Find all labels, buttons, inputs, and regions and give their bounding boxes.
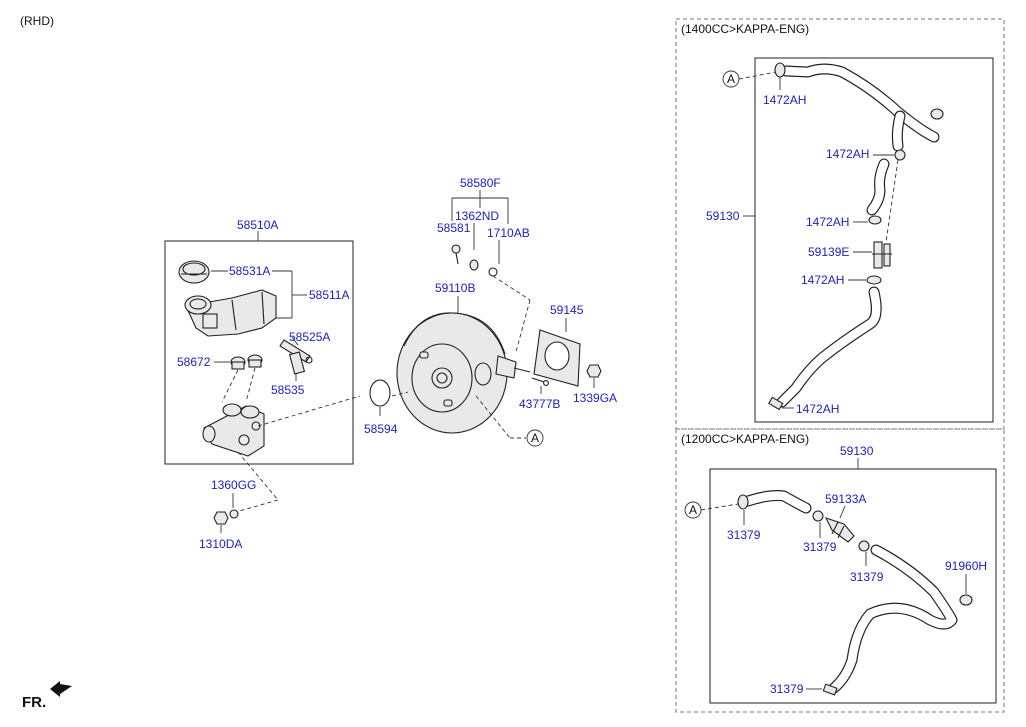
label-58525A[interactable]: 58525A bbox=[289, 330, 330, 344]
master-cylinder-box bbox=[164, 240, 354, 465]
master-cylinder bbox=[202, 403, 265, 457]
hose-clamp-6 bbox=[858, 540, 870, 552]
label-1710AB[interactable]: 1710AB bbox=[487, 226, 530, 240]
pin-bolt bbox=[451, 244, 461, 265]
label-31379-1[interactable]: 31379 bbox=[727, 528, 761, 542]
o-ring bbox=[369, 379, 391, 407]
label-31379-3[interactable]: 31379 bbox=[850, 570, 884, 584]
hose-box-1200cc bbox=[709, 468, 997, 704]
label-58531A[interactable]: 58531A bbox=[229, 264, 270, 278]
ref-marker-a bbox=[526, 429, 544, 447]
label-1472AH-4[interactable]: 1472AH bbox=[801, 273, 844, 287]
section-1200cc-title: (1200CC>KAPPA-ENG) bbox=[681, 432, 809, 446]
label-1472AH-5[interactable]: 1472AH bbox=[796, 402, 839, 416]
label-59133A[interactable]: 59133A bbox=[825, 492, 866, 506]
level-sensor bbox=[288, 351, 306, 375]
reservoir-cap bbox=[178, 260, 210, 284]
label-58672[interactable]: 58672 bbox=[177, 355, 211, 369]
label-91960H[interactable]: 91960H bbox=[945, 559, 987, 573]
label-59130-1400[interactable]: 59130 bbox=[706, 209, 740, 223]
hose-clamp-4 bbox=[768, 396, 784, 411]
washer bbox=[229, 509, 239, 519]
section-1200cc bbox=[675, 428, 1005, 713]
label-1360GG[interactable]: 1360GG bbox=[211, 478, 256, 492]
clevis-clip bbox=[469, 259, 479, 271]
hose-box-1400cc bbox=[754, 57, 994, 423]
hose-clamp-5 bbox=[737, 494, 824, 522]
label-59110B[interactable]: 59110B bbox=[435, 281, 475, 295]
section-1400cc-title: (1400CC>KAPPA-ENG) bbox=[681, 22, 809, 36]
label-58594[interactable]: 58594 bbox=[364, 422, 398, 436]
ref-marker-a-1200-label: A bbox=[689, 503, 697, 517]
vacuum-valve bbox=[824, 517, 855, 543]
vacuum-hose-upper bbox=[780, 63, 940, 152]
vacuum-hose-short bbox=[742, 490, 812, 514]
vacuum-hose-long bbox=[828, 544, 958, 694]
front-arrow-icon bbox=[50, 681, 72, 697]
retaining-pin bbox=[279, 339, 313, 364]
variant-label: (RHD) bbox=[20, 14, 54, 28]
hose-clamp bbox=[774, 62, 944, 161]
label-1472AH-1[interactable]: 1472AH bbox=[763, 93, 806, 107]
label-59130-1200[interactable]: 59130 bbox=[840, 444, 874, 458]
booster-gasket bbox=[533, 329, 581, 387]
hose-clamp-7 bbox=[822, 594, 973, 696]
front-direction-label: FR. bbox=[22, 694, 46, 711]
hose-clamp-2 bbox=[868, 215, 882, 225]
brake-booster bbox=[396, 312, 531, 434]
label-1472AH-3[interactable]: 1472AH bbox=[806, 215, 849, 229]
label-31379-4[interactable]: 31379 bbox=[770, 682, 804, 696]
ref-marker-a-1400-label: A bbox=[727, 72, 735, 86]
label-58581[interactable]: 58581 bbox=[437, 221, 471, 235]
label-58511A[interactable]: 58511A bbox=[309, 288, 349, 302]
ref-marker-a-label: A bbox=[531, 431, 539, 445]
label-59139E[interactable]: 59139E bbox=[808, 245, 849, 259]
label-58535[interactable]: 58535 bbox=[271, 383, 305, 397]
flange-nut bbox=[213, 511, 229, 525]
check-valve bbox=[872, 241, 892, 269]
vacuum-hose-middle bbox=[866, 158, 890, 216]
brake-fluid-reservoir bbox=[184, 289, 277, 337]
label-58510A[interactable]: 58510A bbox=[237, 218, 278, 232]
clevis-pin bbox=[531, 377, 549, 386]
booster-nut bbox=[586, 364, 602, 378]
reservoir-grommet bbox=[230, 354, 263, 370]
label-59145[interactable]: 59145 bbox=[550, 303, 584, 317]
snap-pin bbox=[488, 267, 498, 277]
label-1339GA[interactable]: 1339GA bbox=[573, 391, 617, 405]
label-43777B[interactable]: 43777B bbox=[519, 397, 560, 411]
label-1310DA[interactable]: 1310DA bbox=[199, 537, 242, 551]
hose-clamp-3 bbox=[866, 275, 882, 285]
label-31379-2[interactable]: 31379 bbox=[803, 540, 837, 554]
label-1362ND[interactable]: 1362ND bbox=[455, 209, 499, 223]
section-1400cc bbox=[675, 18, 1005, 430]
label-1472AH-2[interactable]: 1472AH bbox=[826, 147, 869, 161]
vacuum-hose-lower bbox=[776, 286, 882, 408]
label-58580F[interactable]: 58580F bbox=[460, 176, 501, 190]
